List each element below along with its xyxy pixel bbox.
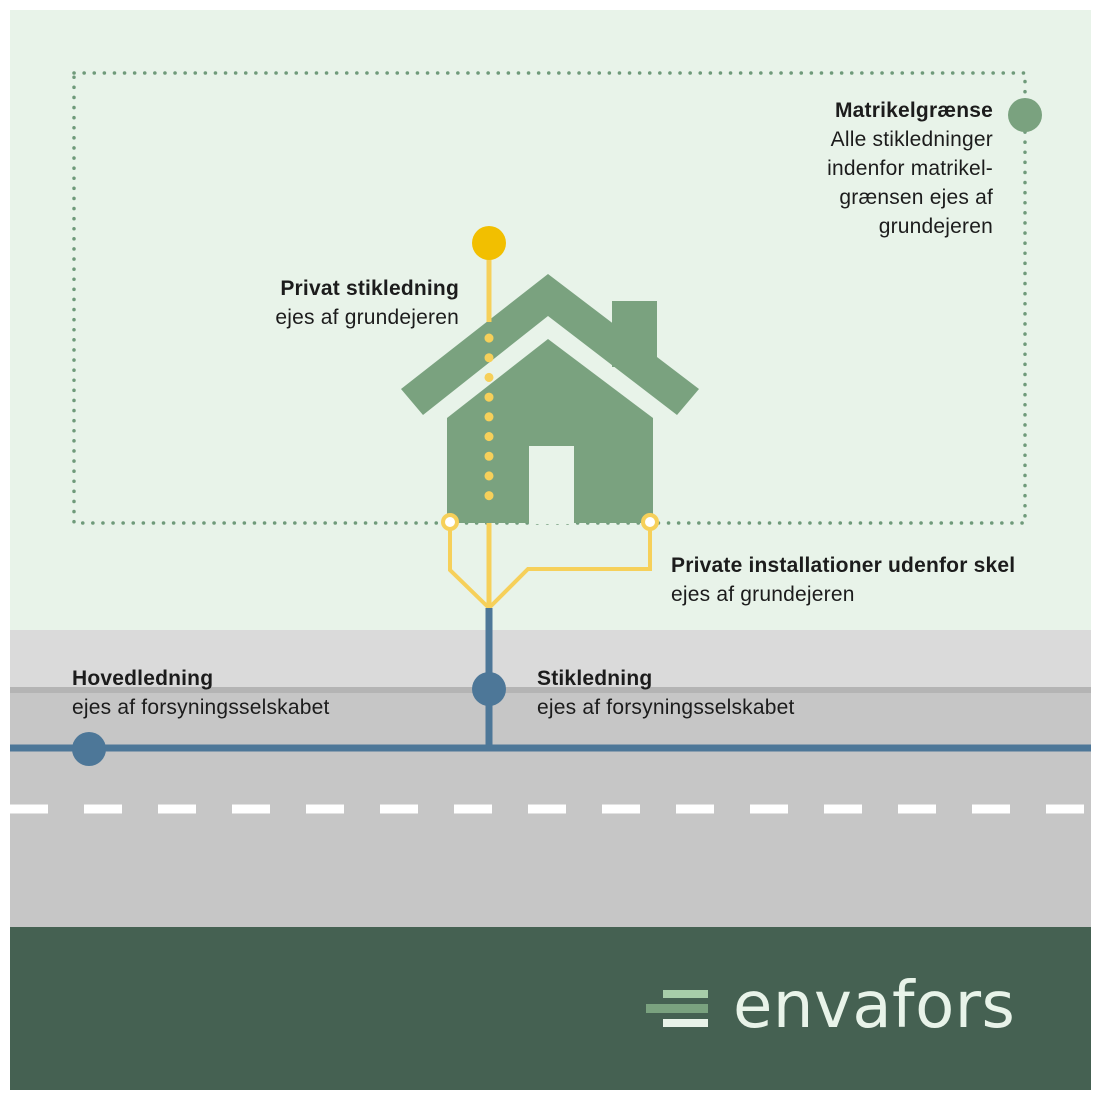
main-line-label: Hovedledning ejes af forsyningsselskabet — [72, 664, 330, 722]
sidewalk-area — [10, 630, 1091, 690]
private-line-title: Privat stikledning — [280, 277, 459, 300]
private-installation-left — [448, 528, 491, 610]
installations-title: Private installationer udenfor skel — [671, 554, 1016, 577]
curb-line — [10, 687, 1091, 693]
boundary-title: Matrikelgrænse — [834, 99, 993, 122]
house-icon — [401, 274, 699, 523]
installation-marker-left — [441, 513, 459, 531]
boundary-label: Matrikelgrænse Alle stikledninger indenf… — [773, 96, 993, 241]
house-door — [529, 446, 574, 524]
boundary-description: Alle stikledninger indenfor matrikel-græ… — [827, 128, 993, 238]
footer-band — [10, 927, 1091, 1090]
main-line-title: Hovedledning — [72, 667, 214, 690]
brand-wordmark: envafors — [733, 969, 1016, 1043]
installations-label: Private installationer udenfor skel ejes… — [671, 551, 1015, 609]
boundary-marker-icon — [1008, 98, 1042, 132]
private-line-description: ejes af grundejeren — [275, 306, 459, 329]
private-installation-right — [487, 528, 652, 610]
property-area — [10, 10, 1091, 630]
main-line-marker-icon — [72, 732, 106, 766]
service-line-label: Stikledning ejes af forsyningsselskabet — [537, 664, 795, 722]
installation-marker-right — [641, 513, 659, 531]
junction-marker-icon — [472, 672, 506, 706]
private-line-label: Privat stikledning ejes af grundejeren — [275, 274, 459, 332]
installations-description: ejes af grundejeren — [671, 583, 855, 606]
private-line-marker-icon — [472, 226, 506, 260]
main-line-description: ejes af forsyningsselskabet — [72, 696, 330, 719]
stacked-bars-logo-icon — [646, 990, 708, 1027]
property-boundary — [72, 71, 1027, 525]
service-line-description: ejes af forsyningsselskabet — [537, 696, 795, 719]
service-line-title: Stikledning — [537, 667, 653, 690]
